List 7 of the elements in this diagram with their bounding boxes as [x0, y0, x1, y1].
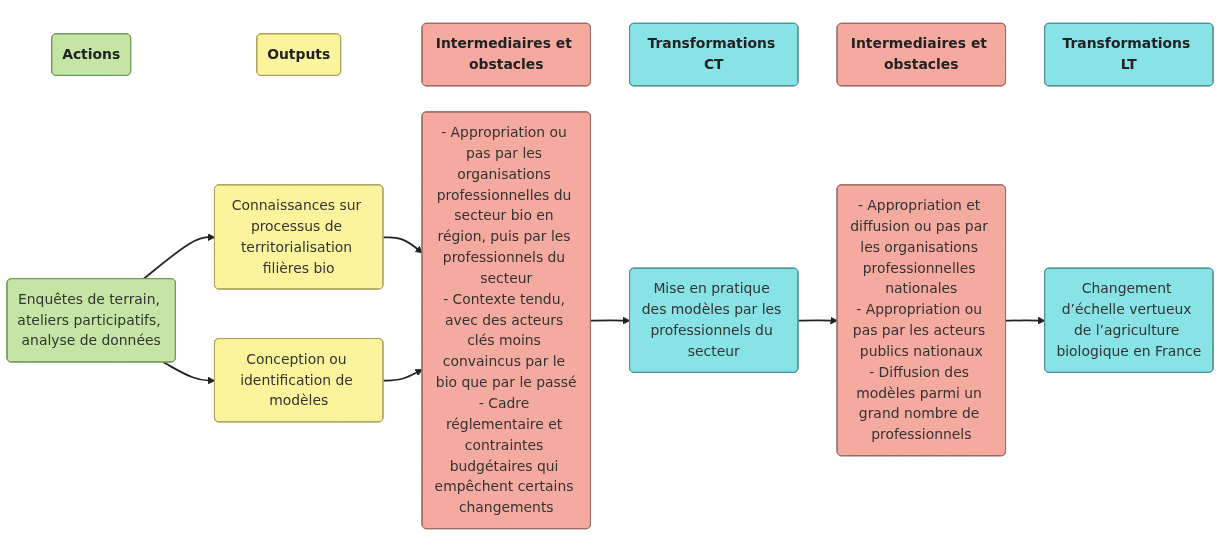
arrow	[797, 316, 838, 325]
arrow	[590, 316, 631, 325]
arrow	[162, 361, 216, 385]
arrow	[1005, 316, 1046, 325]
arrow	[142, 233, 216, 280]
arrow	[382, 236, 423, 254]
arrow	[382, 369, 423, 382]
